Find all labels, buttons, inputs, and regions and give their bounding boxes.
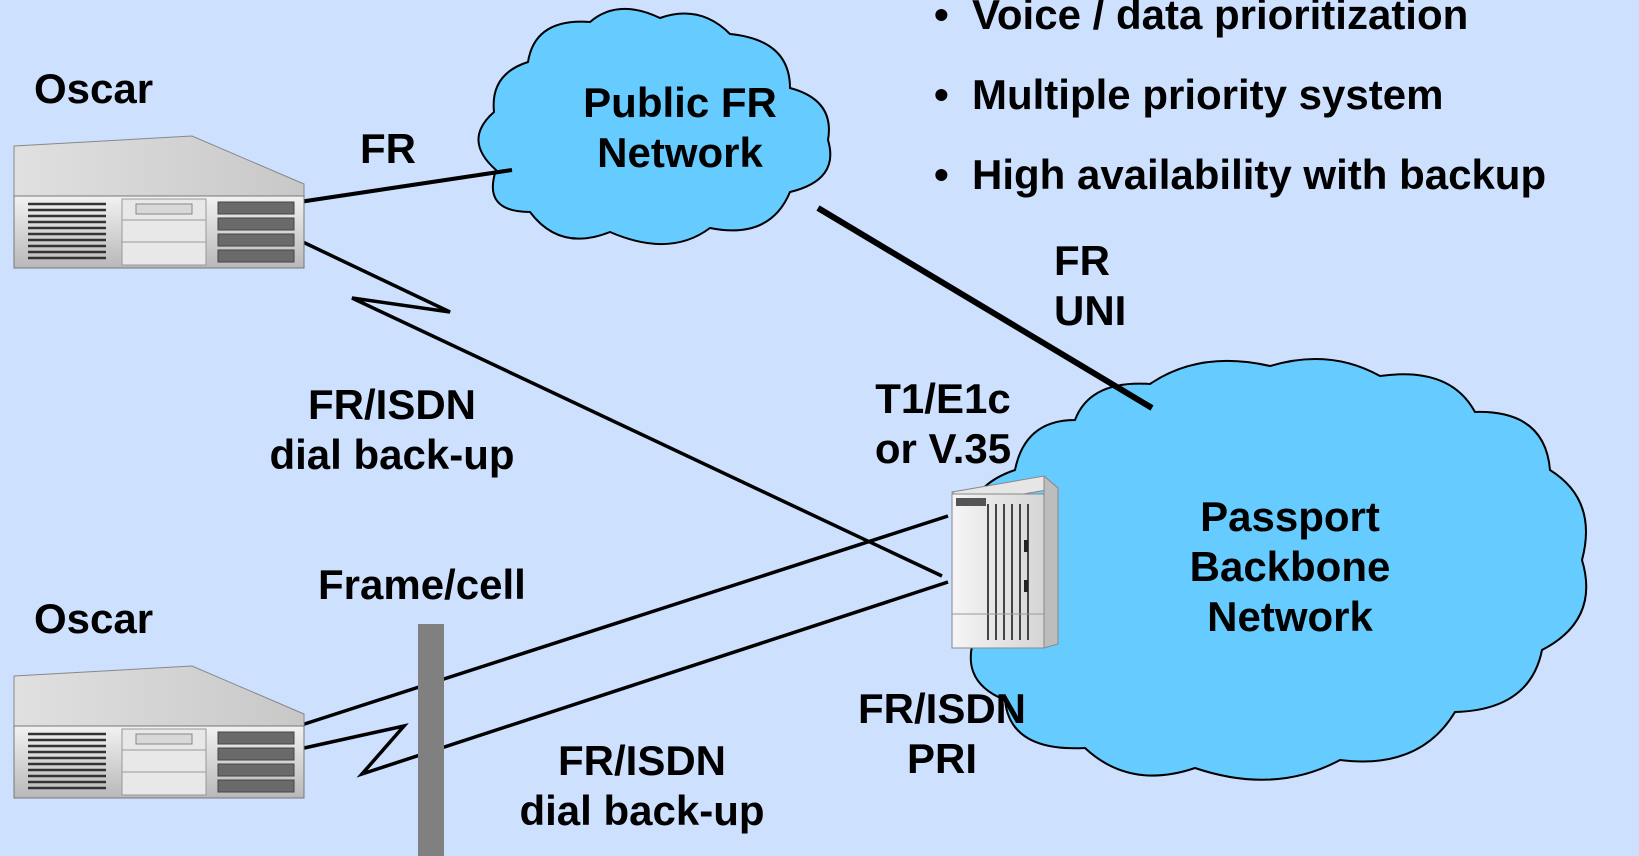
oscar-top-label: Oscar <box>34 65 154 112</box>
fr-uni-label: FR UNI <box>1054 237 1127 334</box>
frame-cell-label: Frame/cell <box>318 561 526 608</box>
links <box>285 168 1154 778</box>
fr-isdn-pri-label: FR/ISDN PRI <box>858 685 1026 782</box>
bullet-item: •Voice / data prioritization <box>934 0 1468 40</box>
bullet-glyph: • <box>934 71 949 118</box>
dial-backup-top-line <box>285 232 943 578</box>
passport-backbone-cloud-label: Passport Backbone Network <box>1189 493 1391 640</box>
dial-backup-bottom-label: FR/ISDN dial back-up <box>519 737 765 834</box>
server-icon <box>12 664 306 800</box>
fr-uni-link-line <box>816 205 1154 411</box>
frame-cell-pole <box>418 624 444 856</box>
t1e1-label: T1/E1c or V.35 <box>874 375 1012 472</box>
fr-link-label: FR <box>360 125 416 172</box>
bullet-item: •Multiple priority system <box>934 71 1444 118</box>
bullet-glyph: • <box>934 0 949 38</box>
public-fr-cloud-label: Public FR Network <box>583 79 777 176</box>
dial-backup-top-label: FR/ISDN dial back-up <box>269 381 515 478</box>
passport-switch-icon <box>950 474 1060 649</box>
bullet-item: •High availability with backup <box>934 151 1547 198</box>
oscar-bottom-label: Oscar <box>34 595 154 642</box>
fr-link-line <box>285 168 513 206</box>
server-icon <box>12 134 306 270</box>
bullet-glyph: • <box>934 151 949 198</box>
t1e1-link-line <box>285 514 949 732</box>
dial-backup-bottom-line <box>285 580 949 778</box>
